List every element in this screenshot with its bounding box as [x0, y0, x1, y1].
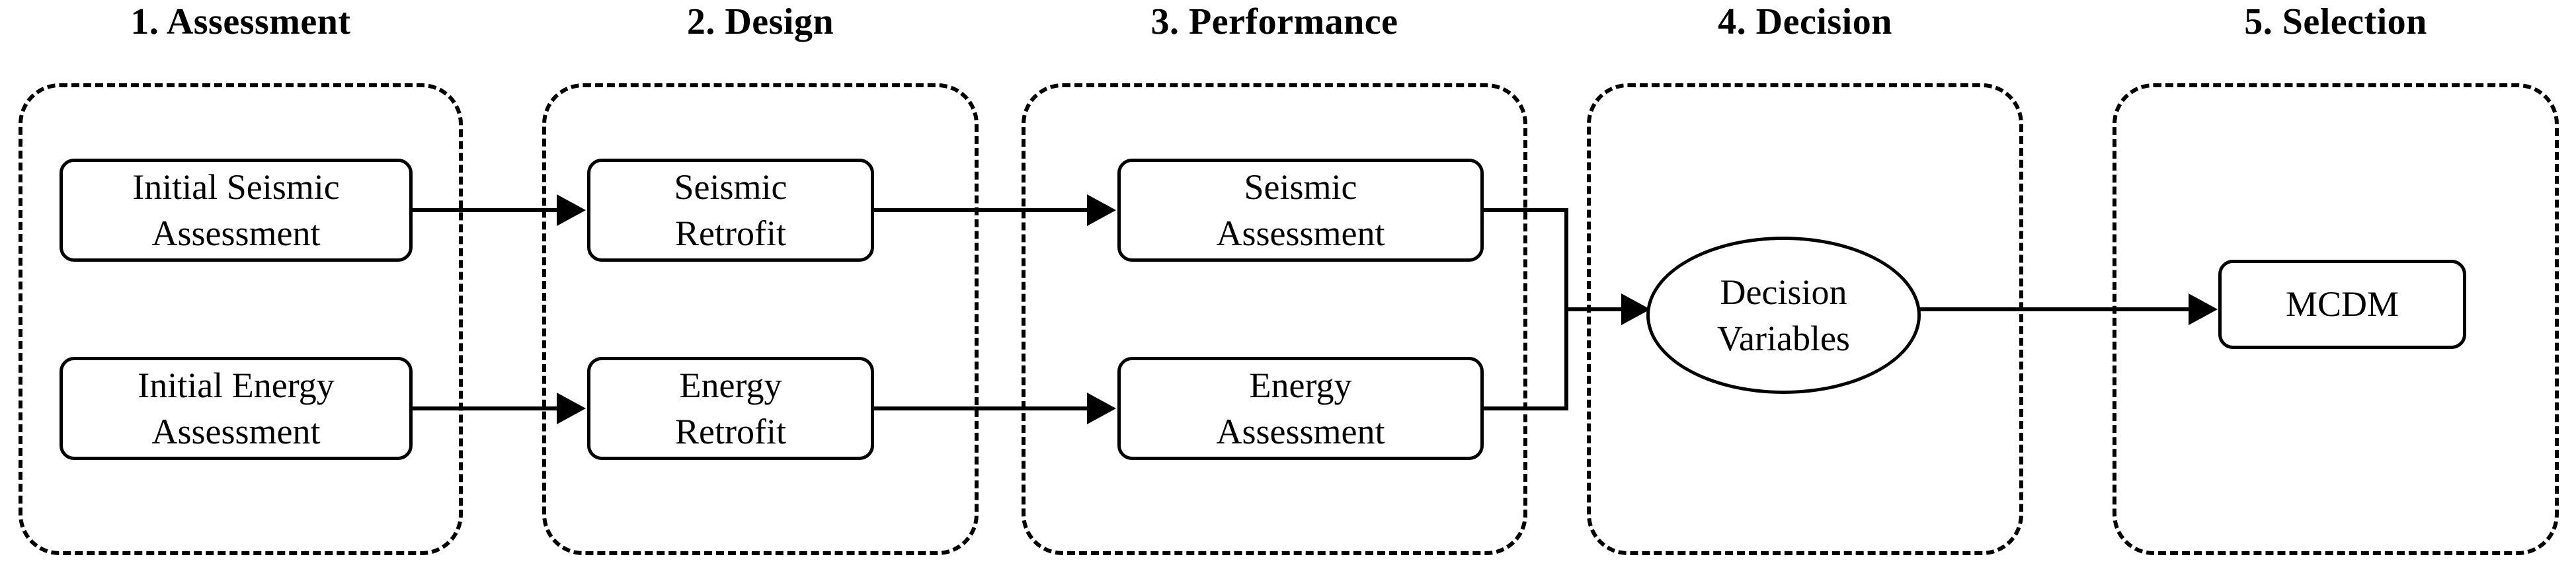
node-label-line2: Retrofit: [675, 412, 786, 451]
connector-line: [413, 406, 557, 410]
connector-line-seismic-branch: [1484, 208, 1568, 212]
node-label-line2: Assessment: [1216, 412, 1385, 451]
phase-heading-assessment: 1. Assessment: [130, 1, 351, 42]
arrowhead-icon: [557, 194, 586, 226]
node-initial-seismic-assessment[interactable]: Initial Seismic Assessment: [60, 159, 413, 262]
phase-container-selection: [2113, 83, 2559, 555]
node-label-line2: Assessment: [1216, 213, 1385, 253]
node-label-line2: Variables: [1717, 319, 1850, 358]
node-label-line1: Decision: [1720, 272, 1847, 312]
arrowhead-icon: [1087, 194, 1116, 226]
node-decision-variables[interactable]: Decision Variables: [1646, 237, 1921, 394]
node-label-line2: Assessment: [151, 213, 321, 253]
connector-line: [874, 208, 1087, 212]
node-label-line1: Initial Seismic: [132, 167, 340, 207]
connector-line: [1917, 307, 2189, 311]
connector-line-energy-branch: [1484, 406, 1568, 410]
arrowhead-icon: [2189, 293, 2218, 325]
arrowhead-icon: [1621, 293, 1650, 325]
phase-container-decision: [1587, 83, 2023, 555]
connector-line: [874, 406, 1087, 410]
phase-container-performance: [1022, 83, 1527, 555]
node-energy-assessment[interactable]: Energy Assessment: [1117, 357, 1484, 460]
node-initial-energy-assessment[interactable]: Initial Energy Assessment: [60, 357, 413, 460]
node-label-line1: Initial Energy: [138, 365, 335, 405]
node-mcdm[interactable]: MCDM: [2218, 260, 2466, 349]
node-label-line2: Retrofit: [675, 213, 786, 253]
phase-heading-decision: 4. Decision: [1718, 1, 1892, 42]
node-seismic-assessment[interactable]: Seismic Assessment: [1117, 159, 1484, 262]
phase-container-assessment: [19, 83, 463, 555]
phase-container-design: [542, 83, 979, 555]
node-label-line2: Assessment: [151, 412, 321, 451]
node-label-line1: Seismic: [1244, 167, 1357, 207]
node-seismic-retrofit[interactable]: Seismic Retrofit: [587, 159, 874, 262]
node-label-line1: Energy: [1249, 365, 1352, 405]
arrowhead-icon: [557, 393, 586, 424]
node-energy-retrofit[interactable]: Energy Retrofit: [587, 357, 874, 460]
phase-heading-performance: 3. Performance: [1150, 1, 1398, 42]
arrowhead-icon: [1087, 393, 1116, 424]
node-label-line1: Seismic: [674, 167, 787, 207]
connector-line: [413, 208, 557, 212]
connector-line-merge-out: [1564, 307, 1630, 311]
phase-heading-selection: 5. Selection: [2244, 1, 2427, 42]
phase-heading-design: 2. Design: [686, 1, 834, 42]
node-label-line1: MCDM: [2285, 284, 2399, 325]
node-label-line1: Energy: [679, 365, 782, 405]
